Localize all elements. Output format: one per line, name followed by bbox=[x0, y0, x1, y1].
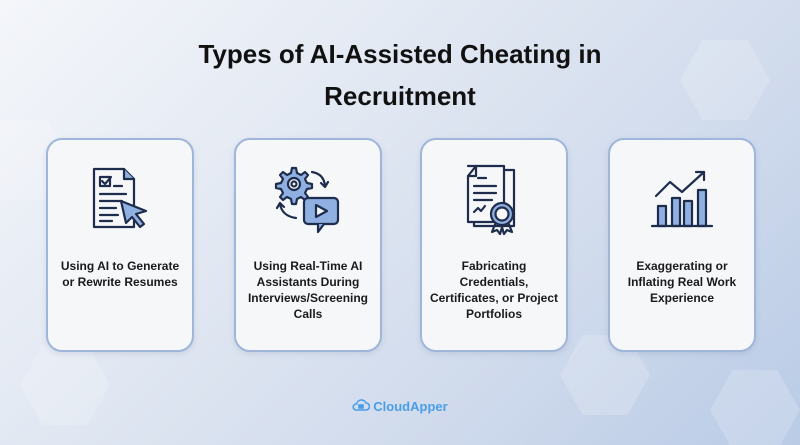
title-line-2: Recruitment bbox=[324, 81, 476, 111]
title-line-1: Types of AI-Assisted Cheating in bbox=[198, 39, 602, 69]
gear-video-chat-icon bbox=[236, 160, 380, 240]
card-label: Using Real-Time AI Assistants During Int… bbox=[247, 259, 369, 321]
brand-logo: CloudApper bbox=[0, 398, 800, 415]
card-exaggerating-experience: Exaggerating or Inflating Real Work Expe… bbox=[608, 138, 756, 352]
card-resume: Using AI to Generate or Rewrite Resumes bbox=[46, 138, 194, 352]
cards-container: Using AI to Generate or Rewrite Resumes … bbox=[46, 138, 756, 352]
brand-name: CloudApper bbox=[373, 399, 448, 414]
card-label: Fabricating Credentials, Certificates, o… bbox=[429, 259, 559, 321]
resume-cursor-icon bbox=[48, 160, 192, 240]
cloud-icon bbox=[352, 398, 371, 415]
card-fabricating-credentials: Fabricating Credentials, Certificates, o… bbox=[420, 138, 568, 352]
card-realtime-assistant: Using Real-Time AI Assistants During Int… bbox=[234, 138, 382, 352]
card-label: Using AI to Generate or Rewrite Resumes bbox=[60, 259, 180, 289]
page-title: Types of AI-Assisted Cheating in Recruit… bbox=[0, 33, 800, 117]
certificate-ribbon-icon bbox=[422, 160, 566, 240]
decorative-hexagon bbox=[20, 345, 110, 425]
bar-chart-growth-icon bbox=[610, 160, 754, 240]
card-label: Exaggerating or Inflating Real Work Expe… bbox=[627, 259, 737, 305]
